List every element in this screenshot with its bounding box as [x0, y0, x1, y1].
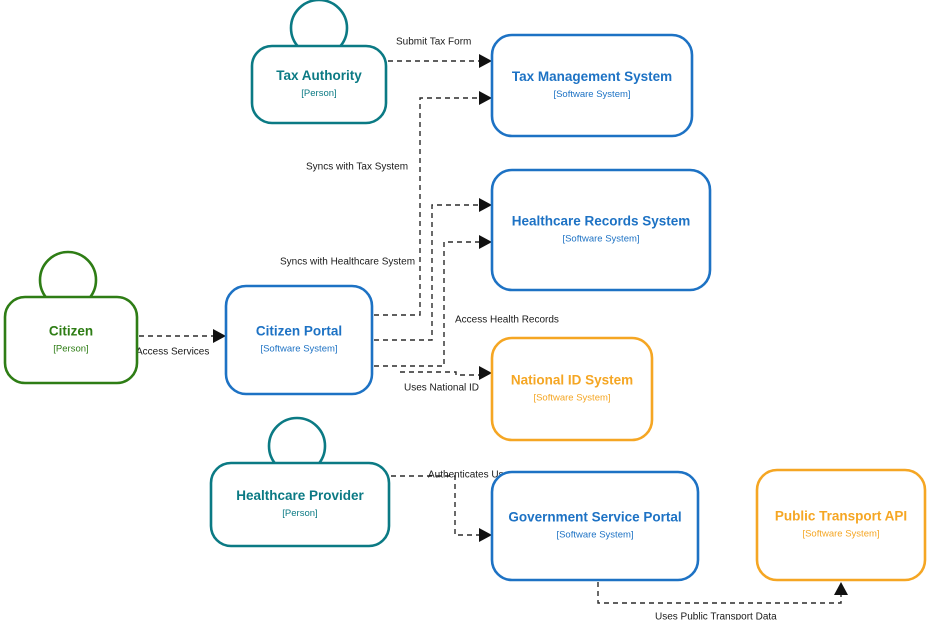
node-type-label: [Software System]: [260, 344, 337, 355]
node-government-service-portal[interactable]: Government Service Portal [Software Syste…: [490, 470, 700, 582]
node-citizen[interactable]: Citizen [Person]: [3, 250, 139, 385]
arrow-head-icon: [479, 528, 492, 542]
node-healthcare-provider[interactable]: Healthcare Provider [Person]: [209, 416, 391, 548]
node-title: Tax Authority: [276, 68, 362, 83]
node-national-id-system[interactable]: National ID System [Software System]: [490, 336, 654, 442]
node-title: Public Transport API: [775, 509, 907, 524]
node-type-label: [Software System]: [802, 529, 879, 540]
node-tax-management-system[interactable]: Tax Management System [Software System]: [490, 33, 694, 138]
node-citizen-portal[interactable]: Citizen Portal [Software System]: [224, 284, 374, 396]
person-body-shape[interactable]: [250, 44, 388, 125]
arrow-head-icon: [479, 366, 492, 380]
edge-label: Uses Public Transport Data: [655, 612, 777, 620]
node-type-label: [Software System]: [553, 89, 630, 100]
node-type-label: [Software System]: [533, 393, 610, 404]
system-box-shape[interactable]: [490, 336, 654, 442]
node-title: Government Service Portal: [508, 510, 681, 525]
node-public-transport-api[interactable]: Public Transport API [Software System]: [755, 468, 927, 582]
edge-label: Uses National ID: [404, 383, 479, 394]
nodes-layer: Tax Authority[Person]Citizen[Person]Heal…: [3, 0, 927, 582]
node-tax-authority[interactable]: Tax Authority [Person]: [250, 0, 388, 125]
edge-label: Syncs with Tax System: [306, 162, 408, 173]
edge-syncs-with-tax-system: Syncs with Tax System: [306, 91, 492, 316]
edge-line: [374, 97, 484, 316]
node-title: National ID System: [511, 373, 633, 388]
edge-access-services: Access Services: [136, 329, 226, 358]
edge-authenticates-user: Authenticates User: [391, 470, 513, 542]
arrow-head-icon: [479, 198, 492, 212]
system-box-shape[interactable]: [490, 33, 694, 138]
arrow-head-icon: [834, 582, 848, 595]
system-box-shape[interactable]: [490, 470, 700, 582]
node-title: Citizen Portal: [256, 324, 342, 339]
node-type-label: [Software System]: [562, 234, 639, 245]
edge-uses-public-transport-data: Uses Public Transport Data: [597, 582, 848, 620]
arrow-head-icon: [479, 54, 492, 68]
node-title: Healthcare Records System: [512, 214, 691, 229]
edge-line: [400, 371, 484, 376]
system-box-shape[interactable]: [224, 284, 374, 396]
node-title: Healthcare Provider: [236, 488, 364, 503]
arrow-head-icon: [479, 91, 492, 105]
person-body-shape[interactable]: [209, 461, 391, 548]
person-body-shape[interactable]: [3, 295, 139, 385]
edge-line: [597, 582, 842, 604]
edge-access-health-records: Access Health Records: [374, 235, 559, 367]
edge-label: Authenticates User: [428, 470, 513, 481]
node-title: Tax Management System: [512, 69, 672, 84]
arrow-head-icon: [213, 329, 226, 343]
system-box-shape[interactable]: [755, 468, 927, 582]
edge-label: Submit Tax Form: [396, 37, 471, 48]
node-type-label: [Software System]: [556, 530, 633, 541]
node-type-label: [Person]: [53, 344, 88, 355]
node-healthcare-records-system[interactable]: Healthcare Records System [Software Syste…: [490, 168, 712, 292]
node-title: Citizen: [49, 324, 93, 339]
node-type-label: [Person]: [301, 88, 336, 99]
edge-label: Access Health Records: [455, 315, 559, 326]
edge-syncs-with-healthcare-system: Syncs with Healthcare System: [280, 198, 492, 341]
node-type-label: [Person]: [282, 508, 317, 519]
arrow-head-icon: [479, 235, 492, 249]
edge-line: [391, 475, 484, 536]
edge-label: Syncs with Healthcare System: [280, 257, 415, 268]
edge-uses-national-id: Uses National ID: [400, 366, 492, 394]
edge-submit-tax-form: Submit Tax Form: [388, 37, 492, 68]
edge-label: Access Services: [136, 347, 209, 358]
edge-line: [374, 204, 484, 341]
system-box-shape[interactable]: [490, 168, 712, 292]
